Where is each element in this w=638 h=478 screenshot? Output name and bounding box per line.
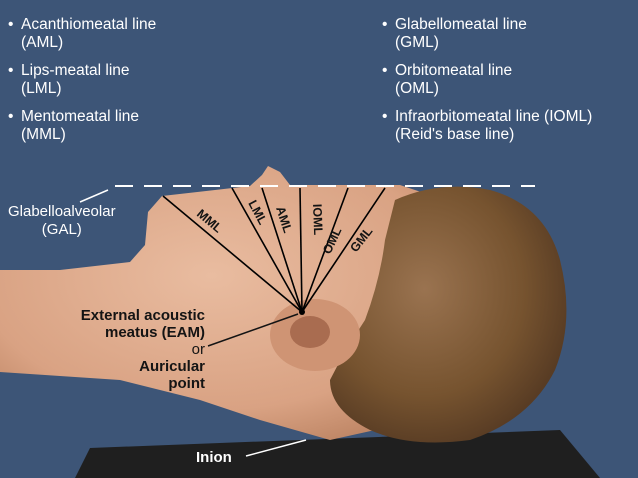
gml-line: [301, 187, 386, 313]
eam-pointer: [207, 313, 299, 347]
left-bullet-list: • Acanthiomeatal line (AML) • Lips-meata…: [8, 16, 156, 154]
eam-label-line3: or: [191, 341, 205, 358]
bullet-icon: •: [8, 62, 14, 79]
ioml-line-label: IOML: [310, 204, 325, 236]
bullet-ioml: • Infraorbitomeatal line (IOML) (Reid's …: [382, 108, 592, 144]
eam-label-line4: Auricular: [139, 358, 205, 375]
gal-label-line2: (GAL): [41, 221, 82, 238]
eam-point: [299, 309, 305, 315]
line-abbr: (MML): [21, 126, 66, 143]
eam-label: External acoustic meatus (EAM) or Auricu…: [40, 307, 205, 392]
inion-label: Inion: [196, 449, 232, 466]
bullet-gml: • Glabellomeatal line (GML): [382, 16, 592, 52]
line-name: Mentomeatal line: [21, 108, 140, 125]
gal-pointer: [79, 189, 109, 203]
oml-line: [301, 187, 349, 313]
right-bullet-list: • Glabellomeatal line (GML) • Orbitomeat…: [382, 16, 592, 154]
mml-line: [162, 195, 303, 313]
line-abbr: (GML): [395, 34, 439, 51]
bullet-icon: •: [382, 62, 388, 79]
line-name: Lips-meatal line: [21, 62, 130, 79]
bullet-icon: •: [382, 16, 388, 33]
bullet-icon: •: [8, 108, 14, 125]
eam-label-line2: meatus (EAM): [104, 324, 205, 341]
bullet-icon: •: [8, 16, 14, 33]
ioml-line: [299, 187, 303, 313]
gal-label: Glabelloalveolar (GAL): [8, 203, 116, 239]
inion-pointer: [245, 439, 307, 457]
lml-line: [231, 187, 303, 313]
line-name: Glabellomeatal line: [395, 16, 527, 33]
gal-label-line1: Glabelloalveolar: [8, 203, 116, 220]
bullet-mml: • Mentomeatal line (MML): [8, 108, 156, 144]
line-abbr: (AML): [21, 34, 64, 51]
line-name: Infraorbitomeatal line (IOML): [395, 108, 593, 125]
ear-canal: [290, 316, 330, 348]
line-abbr: (Reid's base line): [395, 126, 515, 143]
bullet-oml: • Orbitomeatal line (OML): [382, 62, 592, 98]
table-pad: [75, 430, 600, 478]
aml-line: [261, 187, 303, 313]
radiating-lines: [162, 187, 386, 313]
eam-label-line1: External acoustic: [80, 307, 205, 324]
line-name: Orbitomeatal line: [395, 62, 513, 79]
bullet-aml: • Acanthiomeatal line (AML): [8, 16, 156, 52]
eam-label-line5: point: [168, 375, 205, 392]
line-name: Acanthiomeatal line: [21, 16, 157, 33]
bullet-lml: • Lips-meatal line (LML): [8, 62, 156, 98]
hair: [330, 186, 567, 443]
line-abbr: (OML): [395, 80, 439, 97]
bullet-icon: •: [382, 108, 388, 125]
line-abbr: (LML): [21, 80, 62, 97]
